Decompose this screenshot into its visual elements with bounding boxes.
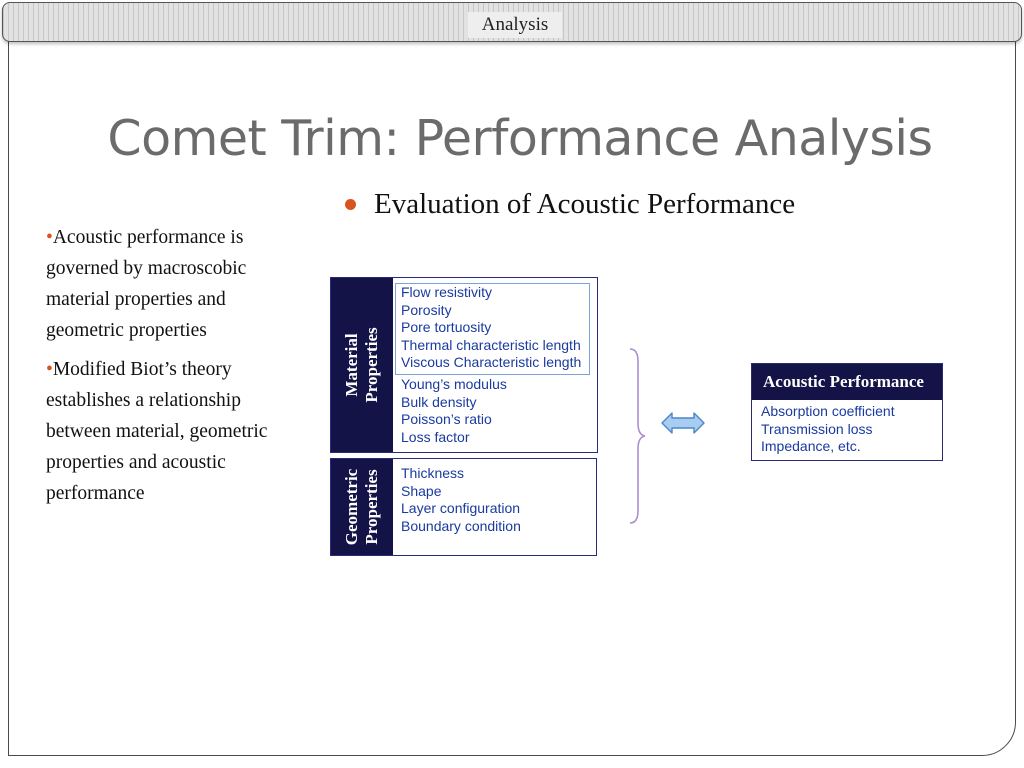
macroscopic-parameters-box	[395, 283, 590, 375]
list-item: Loss factor	[401, 428, 470, 445]
geometric-label-line2: Properties	[362, 469, 381, 545]
material-properties-panel: Material Properties Flow resistivity Por…	[330, 277, 598, 453]
side-bullet-item: •Modified Biot’s theory establishes a re…	[46, 354, 291, 509]
slide-title: Comet Trim: Performance Analysis	[107, 110, 933, 167]
list-item: Flow resistivity	[401, 284, 493, 300]
list-item: Layer configuration	[401, 500, 521, 516]
bullet-dot-icon: •	[46, 227, 53, 248]
geometric-list: Thickness Shape Layer configuration Boun…	[401, 465, 521, 535]
list-item: Transmission loss	[761, 420, 873, 437]
material-label-line1: Material	[342, 333, 361, 397]
acoustic-performance-panel: Acoustic Performance Absorption coeffici…	[751, 363, 943, 461]
list-item: Absorption coefficient	[761, 403, 895, 419]
side-bullet-list: •Acoustic performance is governed by mac…	[46, 222, 291, 517]
list-item: Thermal characteristic length	[401, 336, 581, 353]
list-item: Young’s modulus	[401, 376, 507, 392]
header-label: Analysis	[468, 12, 562, 38]
list-item: Pore tortuosity	[401, 319, 492, 335]
side-bullet-text: Modified Biot’s theory establishes a rel…	[46, 359, 268, 504]
main-bullet-text: Evaluation of Acoustic Performance	[374, 188, 796, 220]
list-item: Thickness	[401, 465, 465, 481]
side-bullet-item: •Acoustic performance is governed by mac…	[46, 222, 291, 346]
list-item: Boundary condition	[401, 517, 521, 534]
geometric-properties-panel: Geometric Properties Thickness Shape Lay…	[330, 458, 597, 556]
geometric-properties-label: Geometric Properties	[342, 469, 382, 545]
header-bar: Analysis	[2, 2, 1022, 42]
acoustic-performance-title: Acoustic Performance	[752, 364, 942, 400]
bullet-dot-icon	[345, 199, 356, 210]
double-arrow-icon	[661, 412, 705, 434]
material-properties-label: Material Properties	[342, 327, 382, 402]
list-item: Poisson’s ratio	[401, 411, 492, 427]
list-item: Viscous Characteristic length	[401, 354, 582, 370]
side-bullet-text: Acoustic performance is governed by macr…	[46, 227, 247, 341]
list-item: Impedance, etc.	[761, 438, 861, 454]
geometric-label-line1: Geometric	[342, 468, 361, 546]
material-label-line2: Properties	[362, 327, 381, 403]
material-properties-header: Material Properties	[331, 278, 393, 452]
curly-brace-icon	[629, 348, 646, 524]
acoustic-performance-list: Absorption coefficient Transmission loss…	[752, 400, 942, 456]
list-item: Bulk density	[401, 393, 477, 410]
list-item: Porosity	[401, 301, 452, 318]
bullet-dot-icon: •	[46, 359, 53, 380]
geometric-properties-header: Geometric Properties	[331, 459, 393, 555]
list-item: Shape	[401, 482, 442, 499]
material-extra-list: Young’s modulus Bulk density Poisson’s r…	[401, 376, 507, 446]
material-boxed-list: Flow resistivity Porosity Pore tortuosit…	[401, 284, 581, 372]
